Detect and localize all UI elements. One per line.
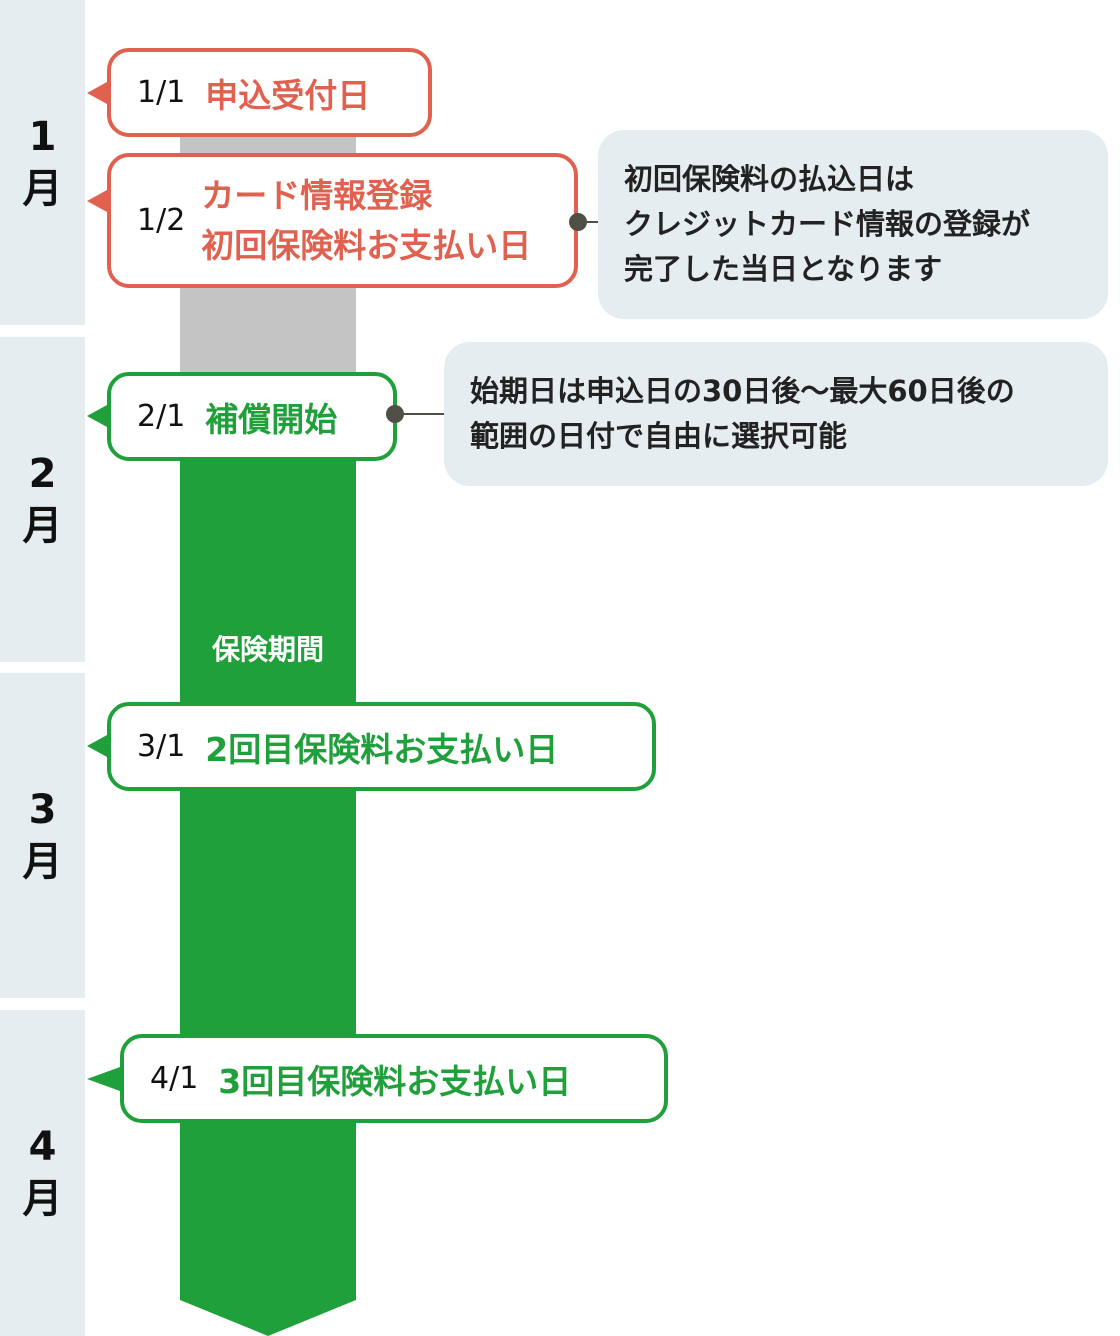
event-second-payment: 3/1 2回目保険料お支払い日 — [107, 702, 656, 791]
month-number: 3 — [28, 786, 57, 833]
event-date: 3/1 — [137, 729, 186, 764]
pointer-icon — [87, 405, 107, 427]
connector-line — [580, 221, 600, 223]
event-date: 2/1 — [137, 399, 186, 434]
note-text: 範囲の日付で自由に選択可能 — [470, 419, 848, 453]
pointer-icon — [87, 735, 107, 757]
month-number: 2 — [28, 450, 57, 497]
month-number: 1 — [28, 113, 57, 160]
note-start-date: 始期日は申込日の30日後〜最大60日後の 範囲の日付で自由に選択可能 — [444, 342, 1108, 486]
pointer-icon — [87, 1067, 120, 1091]
note-text: クレジットカード情報の登録が — [624, 207, 1031, 241]
event-label: 申込受付日 — [205, 75, 371, 115]
note-text: 初回保険料の払込日は — [624, 162, 915, 196]
event-third-payment: 4/1 3回目保険料お支払い日 — [120, 1034, 668, 1123]
note-first-payment: 初回保険料の払込日は クレジットカード情報の登録が 完了した当日となります — [598, 130, 1108, 319]
event-label: 補償開始 — [205, 399, 338, 439]
event-card-registration: 1/2 カード情報登録 初回保険料お支払い日 — [107, 153, 578, 288]
event-label: カード情報登録 — [201, 175, 433, 215]
month-unit: 月 — [22, 1176, 63, 1222]
coverage-period-arrow — [180, 372, 356, 1336]
pointer-icon — [87, 190, 107, 212]
connector-dot — [386, 405, 404, 423]
connector-dot — [569, 213, 587, 231]
event-date: 1/1 — [137, 75, 186, 110]
event-label: 3回目保険料お支払い日 — [218, 1061, 572, 1101]
month-number: 4 — [28, 1124, 57, 1170]
event-coverage-start: 2/1 補償開始 — [107, 372, 397, 461]
connector-line — [398, 413, 446, 415]
coverage-period-label: 保険期間 — [211, 633, 324, 666]
month-unit: 月 — [22, 165, 63, 212]
event-label: 2回目保険料お支払い日 — [205, 729, 559, 769]
event-date: 1/2 — [137, 203, 186, 238]
month-unit: 月 — [22, 838, 63, 885]
month-unit: 月 — [22, 502, 63, 549]
event-date: 4/1 — [150, 1061, 199, 1096]
event-application-date: 1/1 申込受付日 — [107, 48, 432, 137]
event-label: 初回保険料お支払い日 — [201, 225, 532, 265]
pointer-icon — [87, 82, 107, 104]
note-text: 始期日は申込日の30日後〜最大60日後の — [470, 374, 1015, 408]
note-text: 完了した当日となります — [624, 252, 943, 286]
